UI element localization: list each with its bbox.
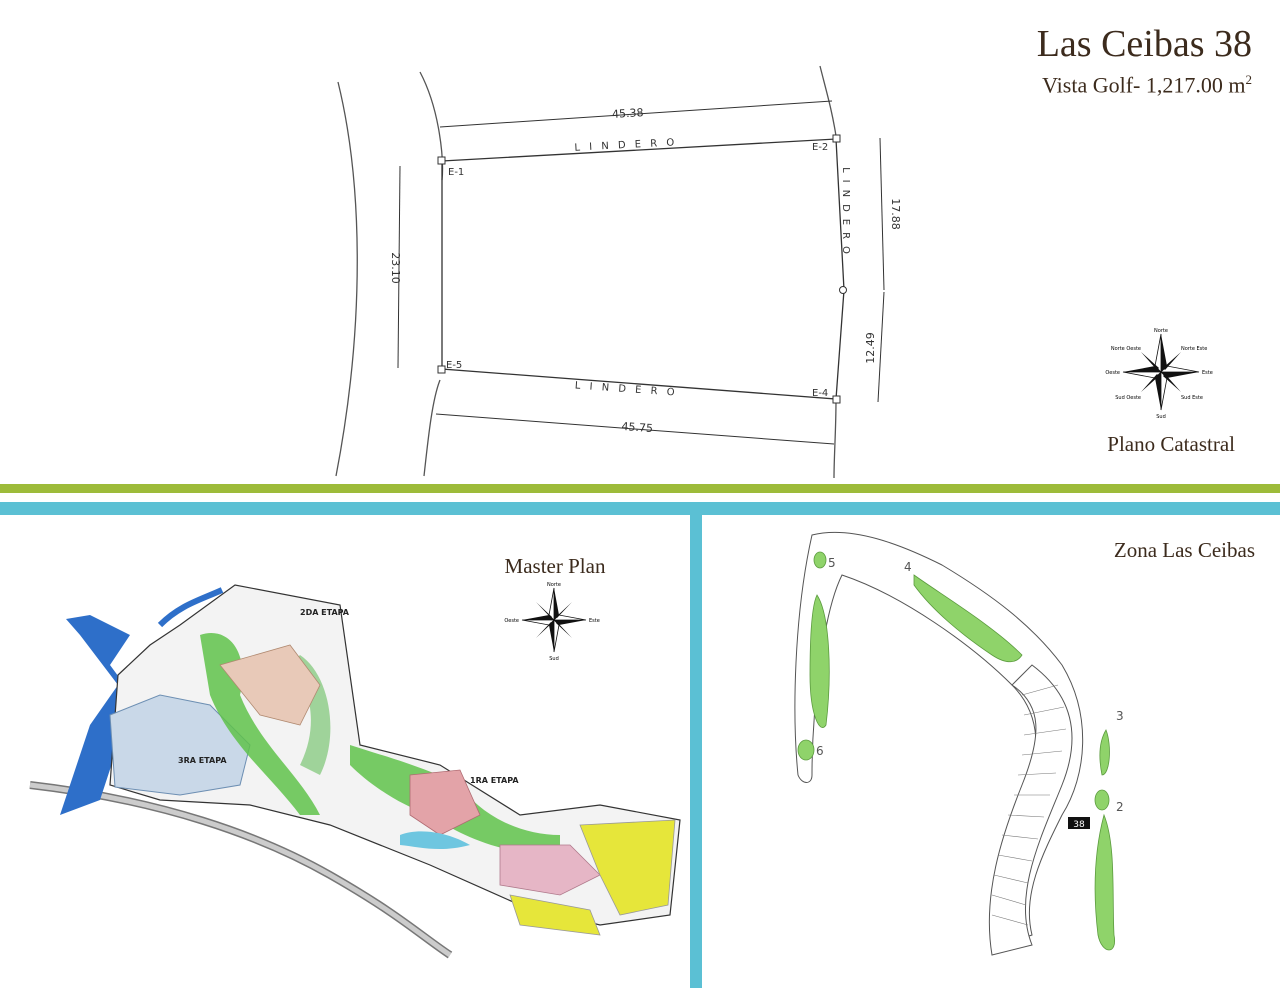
dimension-left-label: 23.10 [389, 252, 402, 284]
road-edge-line [423, 379, 441, 477]
dimension-line [879, 137, 885, 291]
stage-label-1ra: 1RA ETAPA [470, 776, 519, 785]
corner-marker [437, 365, 446, 374]
cadastral-plan: 45.38 45.75 23.10 17.88 12.49 L I N D E … [335, 65, 1213, 479]
hole-number-5: 5 [828, 556, 836, 570]
compass-e-label: Este [589, 618, 600, 624]
vertical-divider [690, 515, 702, 988]
compass-rose-icon: Norte Sud Este Oeste Norte Este Norte Oe… [1105, 328, 1212, 420]
compass-ne-label: Norte Este [1181, 346, 1207, 352]
lot-boundary [441, 138, 845, 400]
hole-number-3: 3 [1116, 709, 1124, 723]
compass-s-label: Sud [1156, 414, 1166, 420]
stage-label-3ra: 3RA ETAPA [178, 756, 227, 765]
zona-las-ceibas-caption: Zona Las Ceibas [1113, 538, 1255, 562]
corner-marker [839, 286, 847, 294]
dimension-right-lower-label: 12.49 [864, 332, 877, 364]
blue-divider [0, 502, 1280, 515]
zone-3ra-etapa [109, 694, 251, 796]
dimension-line [439, 100, 833, 128]
hole-number-2: 2 [1116, 800, 1124, 814]
corner-marker [832, 395, 841, 404]
lot-38-label: 38 [1073, 820, 1085, 830]
compass-n-label: Norte [547, 582, 561, 588]
subtitle-superscript: 2 [1245, 72, 1253, 87]
boundary-right-label: LINDERO [840, 167, 851, 261]
fairway-6 [809, 594, 830, 728]
residential-zone [219, 644, 321, 726]
road-edge-line [335, 81, 358, 477]
dimension-top-label: 45.38 [612, 106, 644, 121]
golf-area [200, 633, 320, 815]
compass-o-label: Oeste [1105, 370, 1120, 376]
compass-e-label: Este [1202, 370, 1213, 376]
corner-label-e5: E-5 [446, 360, 462, 371]
subtitle-text: Vista Golf- 1,217.00 m [1042, 72, 1246, 98]
corner-label-e2: E-2 [812, 142, 828, 153]
dimension-line [877, 291, 885, 403]
corner-marker [832, 134, 841, 143]
green-6 [797, 739, 815, 761]
dimension-line [397, 165, 401, 369]
fairway-4 [913, 574, 1023, 663]
fairway-3 [1099, 729, 1110, 776]
page-subtitle: Vista Golf- 1,217.00 m2 [960, 66, 1252, 99]
master-plan-caption: Master Plan [504, 554, 606, 578]
river-branch [157, 587, 224, 628]
compass-se-label: Sud Este [1181, 395, 1203, 401]
green-divider [0, 484, 1280, 493]
master-plan-map: 2DA ETAPA 1RA ETAPA 3RA ETAPA Norte Sud … [29, 582, 681, 959]
compass-no-label: Norte Oeste [1111, 346, 1141, 352]
zona-las-ceibas-map: 38 5 4 6 3 2 [794, 531, 1124, 956]
stage-label-2da: 2DA ETAPA [300, 608, 350, 617]
river [60, 615, 132, 815]
future-development-zone [509, 894, 601, 936]
corner-label-e4: E-4 [812, 388, 828, 399]
dimension-right-upper-label: 17.88 [889, 198, 902, 230]
green-5 [813, 551, 827, 569]
hole-number-4: 4 [904, 560, 912, 574]
corner-marker [437, 156, 446, 165]
dimension-bottom-label: 45.75 [621, 420, 653, 435]
corner-label-e1: E-1 [448, 167, 464, 178]
lot-38-highlight[interactable] [1068, 817, 1090, 829]
compass-s-label: Sud [549, 656, 559, 662]
page-title: Las Ceibas 38 [1036, 23, 1252, 65]
fairway-2 [1094, 813, 1116, 951]
residential-zone [409, 769, 481, 836]
compass-so-label: Sud Oeste [1115, 395, 1141, 401]
boundary-bottom-label: L I N D E R O [574, 380, 677, 398]
hole-number-6: 6 [816, 744, 824, 758]
boundary-top-label: L I N D E R O [574, 137, 677, 153]
highway-lane [29, 782, 452, 958]
compass-rose-icon: Norte Sud Este Oeste [504, 582, 599, 662]
lots-strip [988, 664, 1073, 956]
compass-n-label: Norte [1154, 328, 1168, 334]
compass-o-label: Oeste [504, 618, 519, 624]
future-development-zone [579, 819, 676, 916]
lake [400, 831, 470, 850]
road-edge-line [833, 399, 837, 479]
dimension-line [435, 413, 835, 445]
green-2 [1094, 789, 1110, 811]
road-edge-line [819, 65, 837, 137]
lot-grid [991, 684, 1067, 926]
residential-zone [499, 844, 601, 896]
plano-catastral-caption: Plano Catastral [1107, 432, 1235, 456]
